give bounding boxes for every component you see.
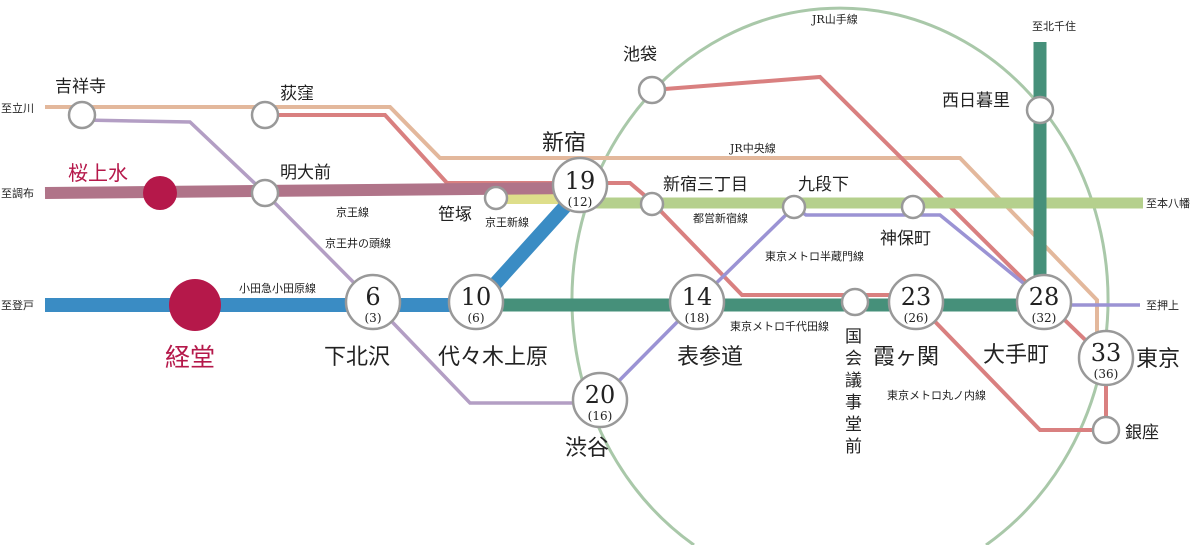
label-omotesando: 表参道 [677, 345, 743, 370]
station-ogikubo[interactable] [250, 100, 280, 130]
line-label-marunouchi: 東京メトロ丸ノ内線 [887, 388, 986, 402]
label-kichijoji: 吉祥寺 [55, 77, 106, 97]
marunouchi-line-west [265, 113, 916, 297]
time-label: 33 [1091, 339, 1122, 367]
label-char: 前 [845, 437, 862, 457]
line-label-yamanote: JR山手線 [811, 12, 858, 26]
label-otemachi: 大手町 [983, 343, 1049, 368]
time-label: 6 [365, 283, 380, 311]
line-label-shinjuku: 都営新宿線 [693, 211, 748, 225]
time-sub-label: (26) [904, 311, 929, 325]
label-shibuya: 渋谷 [565, 436, 609, 461]
label-sasazuka: 笹塚 [438, 205, 472, 225]
station-yoyogiuehara[interactable]: 10 (6) [447, 273, 505, 331]
station-nishinippori[interactable] [1025, 95, 1055, 125]
station-sakurajosui[interactable] [143, 176, 177, 210]
line-label-hanzomon: 東京メトロ半蔵門線 [765, 249, 864, 263]
time-label: 28 [1029, 283, 1060, 311]
time-sub-label: (6) [468, 311, 485, 325]
label-kasumigaseki: 霞ヶ関 [873, 345, 939, 370]
direction-oshiage: 至押上 [1146, 298, 1179, 312]
station-shinjuku[interactable]: 19 (12) [551, 156, 609, 214]
time-label: 10 [461, 283, 492, 311]
station-kasumigaseki[interactable]: 23 (26) [887, 273, 945, 331]
label-sakurajosui: 桜上水 [68, 161, 128, 185]
time-sub-label: (3) [365, 311, 382, 325]
label-shinjuku: 新宿 [542, 131, 586, 156]
direction-tachikawa: 至立川 [1, 101, 34, 115]
direction-motoyawata: 至本八幡 [1146, 196, 1190, 210]
label-kyodo: 経堂 [165, 343, 215, 372]
label-kudanshita: 九段下 [798, 175, 849, 195]
station-kokkaigijidomae[interactable] [840, 287, 870, 317]
label-ikebukuro: 池袋 [623, 45, 657, 65]
label-char: 会 [845, 349, 862, 369]
chuo-line [45, 105, 1099, 360]
station-shibuya[interactable]: 20 (16) [571, 371, 629, 429]
line-label-chuo: JR中央線 [729, 141, 776, 155]
time-sub-label: (32) [1032, 311, 1057, 325]
label-char: 議 [845, 371, 862, 391]
time-label: 14 [682, 283, 713, 311]
time-label: 23 [901, 283, 932, 311]
station-shimokitazawa[interactable]: 6 (3) [344, 273, 402, 331]
station-otemachi[interactable]: 28 (32) [1015, 273, 1073, 331]
label-shimokitazawa: 下北沢 [324, 345, 390, 370]
label-jimbocho: 神保町 [880, 229, 931, 249]
label-yoyogiuehara: 代々木上原 [438, 345, 548, 370]
station-omotesando[interactable]: 14 (18) [668, 273, 726, 331]
label-nishinippori: 西日暮里 [942, 91, 1010, 111]
line-label-keio-new: 京王新線 [485, 215, 529, 229]
label-tokyo: 東京 [1136, 347, 1180, 372]
line-label-keio: 京王線 [336, 205, 369, 219]
station-ikebukuro[interactable] [637, 75, 667, 105]
line-label-inokashira: 京王井の頭線 [325, 236, 391, 250]
line-label-odakyu: 小田急小田原線 [239, 281, 316, 295]
label-char: 堂 [845, 415, 862, 435]
station-ginza[interactable] [1091, 415, 1121, 445]
line-label-chiyoda: 東京メトロ千代田線 [730, 319, 829, 333]
time-sub-label: (36) [1094, 367, 1119, 381]
station-tokyo[interactable]: 33 (36) [1077, 329, 1135, 387]
time-sub-label: (12) [568, 195, 593, 209]
station-kichijoji[interactable] [67, 100, 97, 130]
station-jimbocho[interactable] [900, 194, 926, 220]
label-shinjukusanchome: 新宿三丁目 [663, 175, 748, 195]
station-kudanshita[interactable] [781, 194, 807, 220]
time-sub-label: (18) [685, 311, 710, 325]
direction-kitasenju: 至北千住 [1032, 19, 1076, 33]
label-char: 国 [845, 327, 862, 347]
inokashira-line [81, 118, 600, 405]
label-ogikubo: 荻窪 [280, 84, 314, 104]
direction-chofu: 至調布 [1, 186, 34, 200]
direction-noborito: 至登戸 [1, 298, 34, 312]
station-sasazuka[interactable] [483, 185, 509, 211]
time-label: 20 [585, 381, 616, 409]
time-sub-label: (16) [588, 409, 613, 423]
label-char: 事 [845, 393, 862, 413]
time-label: 19 [565, 167, 596, 195]
station-shinjukusanchome[interactable] [639, 191, 665, 217]
label-kokkaigijidomae: 国 会 議 事 堂 前 [845, 327, 862, 457]
label-meidaimae: 明大前 [280, 163, 331, 183]
station-meidaimae[interactable] [250, 178, 280, 208]
label-ginza: 銀座 [1125, 423, 1159, 443]
station-kyodo[interactable] [169, 279, 221, 331]
